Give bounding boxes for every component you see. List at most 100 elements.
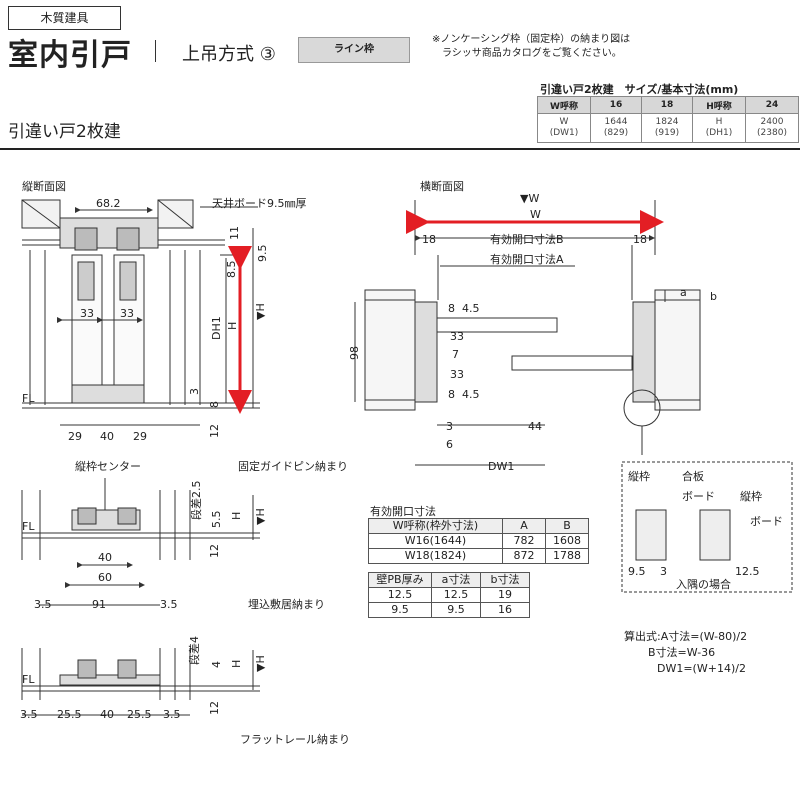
h-label: H <box>230 660 243 668</box>
dim-40: 40 <box>100 708 114 721</box>
dim-6: 6 <box>446 438 453 451</box>
opening-cell: 872 <box>502 548 546 564</box>
section-subtitle: 引違い戸2枚建 <box>8 122 121 142</box>
center-label: 縦枠センター <box>75 459 141 473</box>
w-label: W <box>530 208 541 221</box>
roller-left <box>74 227 98 251</box>
detail-board-2: ボード <box>750 515 783 528</box>
dim-3-5: 3.5 <box>20 708 38 721</box>
size-spec-table: W呼称 16 18 H呼称 24 W(DW1) 1644(829) 1824(9… <box>537 96 799 143</box>
door-right <box>511 355 633 371</box>
dim-91: 91 <box>92 598 106 611</box>
opening-cell: 1608 <box>545 533 589 549</box>
dim-8-5: 8.5 <box>225 261 238 279</box>
frame-type-badge: ライン枠 <box>298 37 410 63</box>
dim-11: 11 <box>228 226 241 240</box>
dim-98: 98 <box>348 346 361 360</box>
dim-25-5: 25.5 <box>57 708 82 721</box>
flat-rail-title: フラットレール納まり <box>240 733 350 746</box>
detail-tategamachi-2: 縦枠 <box>740 489 762 503</box>
opening-table-title: 有効開口寸法 <box>370 505 436 518</box>
dim-8: 8 <box>448 388 455 401</box>
category-label: 木質建具 <box>8 6 121 30</box>
dim-33: 33 <box>450 330 464 343</box>
spec-cell: H(DH1) <box>692 113 746 143</box>
detail-dim-9-5: 9.5 <box>628 565 646 578</box>
ceiling-label: 天井ボード9.5㎜厚 <box>212 196 307 210</box>
pb-cell: 12.5 <box>368 587 432 603</box>
dim-60: 60 <box>98 571 112 584</box>
wall-right <box>654 289 701 411</box>
detail-tategamachi: 縦枠 <box>628 469 650 483</box>
dim-3-5: 3.5 <box>163 708 181 721</box>
embedded-sill-title: 埋込敷居納まり <box>248 597 325 611</box>
opening-header: W呼称(枠外寸法) <box>368 518 503 534</box>
h-mark: ▼H <box>254 303 267 320</box>
horizontal-section <box>354 200 793 593</box>
spec-header-cell: 18 <box>641 96 693 114</box>
title-divider <box>155 40 156 62</box>
vertical-section: 縦断面図 <box>21 179 260 426</box>
page-title: 室内引戸 <box>8 38 132 73</box>
fl-label: FL <box>22 520 35 533</box>
detail-dim-12-5: 12.5 <box>735 565 760 578</box>
header-rule <box>0 148 800 150</box>
dim-25-5: 25.5 <box>127 708 152 721</box>
pb-header: b寸法 <box>480 572 530 588</box>
horizontal-section-labels: 横断面図 ▼W W 18 18 有効開口寸法B 有効開口寸法A 98 8 4.5… <box>348 179 783 675</box>
dim-12: 12 <box>208 544 221 558</box>
pb-header: 壁PB厚み <box>368 572 432 588</box>
dim-33: 33 <box>80 307 94 320</box>
dim-33: 33 <box>450 368 464 381</box>
dim-3: 3 <box>446 420 453 433</box>
a-label: a <box>680 286 687 299</box>
dim-18: 18 <box>633 233 647 246</box>
formula-dw1: DW1=(W+14)/2 <box>657 662 746 675</box>
ceiling-hatch <box>21 199 61 229</box>
flat-rail-detail <box>21 648 260 716</box>
wall-left <box>364 289 416 411</box>
bottom-guide <box>71 384 145 404</box>
note-line-2: ラシッサ商品カタログをご覧ください。 <box>442 48 622 59</box>
pb-cell: 9.5 <box>368 602 432 618</box>
opening-cell: W18(1824) <box>368 548 503 564</box>
roller-right <box>116 227 140 251</box>
spec-cell: 2400(2380) <box>745 113 799 143</box>
pb-cell: 19 <box>480 587 530 603</box>
pb-cell: 9.5 <box>431 602 481 618</box>
dw1-label: DW1 <box>488 460 514 473</box>
dim-12: 12 <box>208 424 221 438</box>
pb-cell: 12.5 <box>431 587 481 603</box>
dim-44: 44 <box>528 420 542 433</box>
opening-table: W呼称(枠外寸法) A B W16(1644) 782 1608 W18(182… <box>368 518 589 564</box>
fl-label: FL <box>22 673 35 686</box>
detail-board: ボード <box>682 490 715 503</box>
vertical-section-labels: 68.2 天井ボード9.5㎜厚 33 33 FL 29 40 29 DH1 H … <box>22 196 307 443</box>
opening-a-label: 有効開口寸法A <box>490 252 564 266</box>
formula-b: B寸法=W-36 <box>648 645 715 659</box>
w-mark: ▼W <box>520 192 539 205</box>
spec-cell: W(DW1) <box>537 113 591 143</box>
opening-cell: W16(1644) <box>368 533 503 549</box>
b-label: b <box>710 290 717 303</box>
catalog-note: ※ノンケーシング枠（固定枠）の納まり図は ラシッサ商品カタログをご覧ください。 <box>432 33 630 61</box>
dim-33: 33 <box>120 307 134 320</box>
opening-header: A <box>502 518 546 534</box>
flat-rail <box>59 674 161 686</box>
formula-a: 算出式:A寸法=(W-80)/2 <box>624 629 747 643</box>
detail-box <box>621 461 793 593</box>
h-mark: ▼H <box>254 508 267 525</box>
pb-header: a寸法 <box>431 572 481 588</box>
dh1-label: DH1 <box>210 316 223 340</box>
dim-4-5: 4.5 <box>462 302 480 315</box>
note-line-1: ※ノンケーシング枠（固定枠）の納まり図は <box>432 34 631 45</box>
guide-pin-detail <box>21 478 260 606</box>
pb-cell: 16 <box>480 602 530 618</box>
door-left <box>436 317 558 333</box>
spec-header-cell: 24 <box>745 96 799 114</box>
opening-header: B <box>545 518 589 534</box>
dim-5-5: 5.5 <box>210 511 223 529</box>
vertical-section-title: 縦断面図 <box>22 179 66 193</box>
pb-thickness-table: 壁PB厚み a寸法 b寸法 12.5 12.5 19 9.5 9.5 16 <box>368 572 530 618</box>
